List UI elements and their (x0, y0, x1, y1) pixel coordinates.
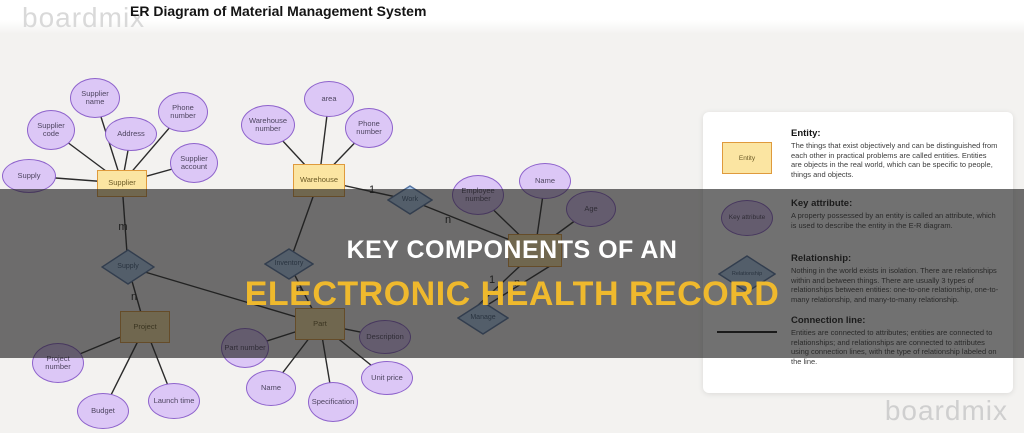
legend-heading: Entity: (791, 128, 821, 139)
node-label: Phone number (170, 102, 196, 120)
attribute-area[interactable]: area (304, 81, 354, 117)
attribute-phone-2[interactable]: Phone number (345, 108, 393, 148)
node-label: area (321, 93, 337, 103)
node-label: Phone number (356, 118, 382, 136)
legend-row-entity: Entity Entity: The things that exist objec… (703, 128, 1013, 179)
boardmix-watermark-bottom: boardmix (884, 395, 1008, 426)
attribute-name-2[interactable]: Name (246, 370, 296, 406)
banner-line-1: KEY COMPONENTS OF AN (346, 236, 678, 264)
node-label: Supplier code (37, 120, 65, 138)
title-banner-overlay: KEY COMPONENTS OF AN ELECTRONIC HEALTH R… (0, 189, 1024, 358)
banner-line-2: ELECTRONIC HEALTH RECORD (244, 275, 780, 313)
node-label: Name (260, 382, 281, 392)
attribute-unit-price[interactable]: Unit price (361, 361, 413, 395)
legend-entity-icon[interactable]: Entity (722, 142, 772, 174)
attribute-supplier-code[interactable]: Supplier code (27, 110, 75, 150)
attribute-supply-el[interactable]: Supply (2, 159, 56, 193)
node-label: Supply (17, 170, 41, 180)
node-label: Unit price (371, 372, 403, 382)
node-label: Address (117, 128, 145, 138)
page-title[interactable]: ER Diagram of Material Management System (130, 3, 427, 19)
attribute-launch-time[interactable]: Launch time (148, 383, 200, 419)
legend-text: Entity: The things that exist objectively… (791, 128, 1013, 179)
node-label: Warehouse number (248, 115, 288, 133)
boardmix-watermark-top: boardmix (22, 2, 146, 33)
node-label: Supplier name (81, 88, 109, 106)
attribute-address[interactable]: Address (105, 117, 157, 151)
attribute-specification[interactable]: Specification (308, 382, 358, 422)
attribute-supplier-name[interactable]: Supplier name (70, 78, 120, 118)
node-label: Launch time (153, 395, 195, 405)
attribute-warehouse-number[interactable]: Warehouse number (241, 105, 295, 145)
node-label: Project number (45, 353, 71, 371)
node-label: Supplier account (180, 153, 208, 171)
legend-icon-col: Entity (703, 128, 791, 179)
node-label: Name (534, 175, 555, 185)
node-label: Supplier (108, 177, 136, 187)
attribute-phone-1[interactable]: Phone number (158, 92, 208, 132)
node-label: Budget (91, 405, 115, 415)
attribute-budget[interactable]: Budget (77, 393, 129, 429)
legend-body: The things that exist objectively and ca… (791, 141, 998, 179)
attribute-supplier-account[interactable]: Supplier account (170, 143, 218, 183)
node-label: Warehouse (299, 174, 339, 184)
node-label: Specification (311, 396, 355, 406)
